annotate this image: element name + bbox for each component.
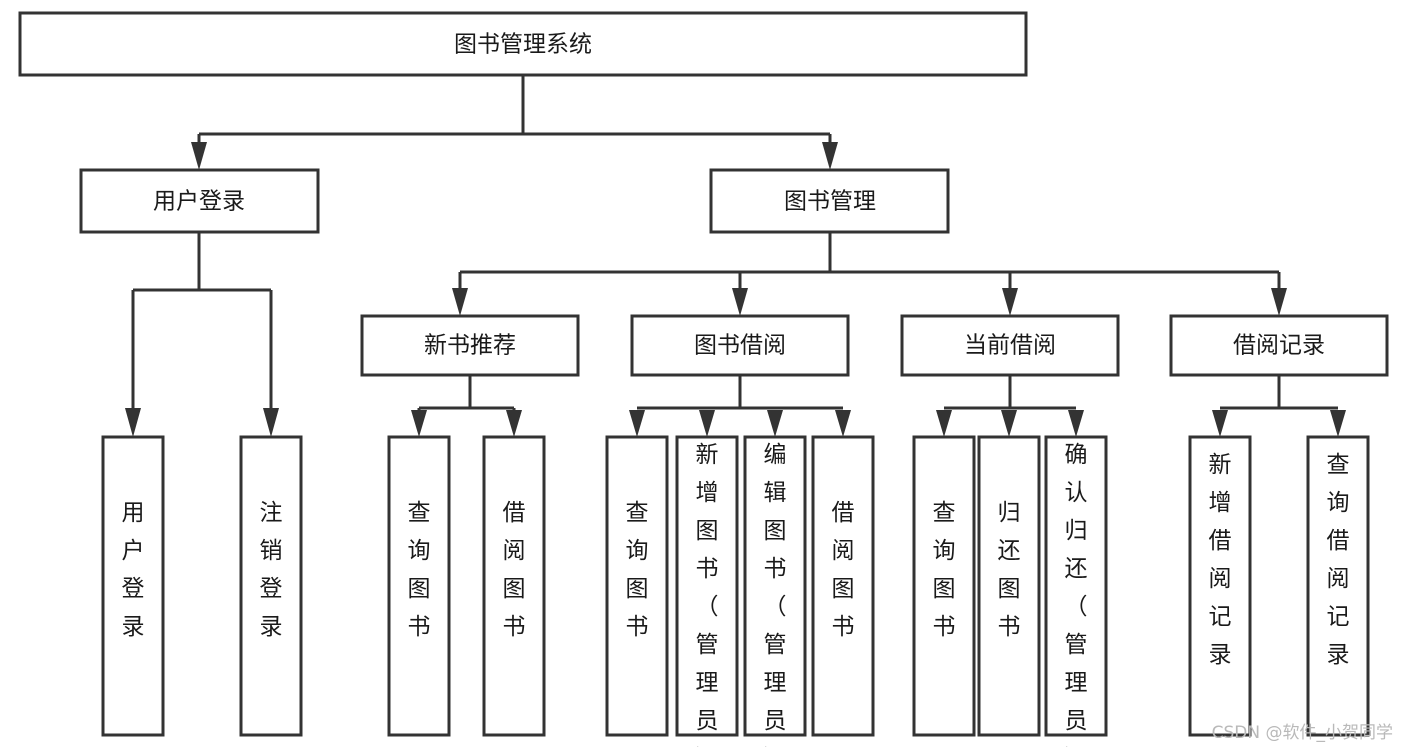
leaf-label: 归还图书 bbox=[998, 500, 1021, 640]
arrow-bm-to-current bbox=[1002, 288, 1018, 316]
leaf-label: 新增借阅记录 bbox=[1209, 452, 1232, 668]
arrow-current-leaf-3 bbox=[1068, 410, 1084, 437]
arrow-borrow-leaf-1 bbox=[629, 410, 645, 437]
arrow-current-leaf-1 bbox=[936, 410, 952, 437]
node-root-box[interactable] bbox=[18, 11, 1028, 77]
arrow-bm-to-borrow bbox=[732, 288, 748, 316]
leaf-label: 确认归还（管理员） bbox=[1065, 442, 1088, 747]
leaf-label: 新增图书（管理员） bbox=[696, 442, 719, 747]
leaf-box[interactable] bbox=[1188, 435, 1252, 737]
leaf-current-borrow-1[interactable]: 查询图书 bbox=[912, 435, 976, 737]
leaf-user-login-2[interactable]: 注销登录 bbox=[239, 435, 303, 737]
leaf-box[interactable] bbox=[1044, 435, 1108, 737]
node-book-management[interactable]: 图书管理 bbox=[709, 168, 950, 234]
node-user-login[interactable]: 用户登录 bbox=[79, 168, 320, 234]
leaf-label: 查询图书 bbox=[626, 500, 649, 640]
node-new-book-recommend-box[interactable] bbox=[360, 314, 580, 377]
arrow-record-leaf-1 bbox=[1212, 410, 1228, 437]
leaf-new-book-2[interactable]: 借阅图书 bbox=[482, 435, 546, 737]
leaf-book-borrow-4[interactable]: 借阅图书 bbox=[811, 435, 875, 737]
node-new-book-recommend-label: 新书推荐 bbox=[424, 333, 516, 359]
leaf-box[interactable] bbox=[101, 435, 165, 737]
leaf-box[interactable] bbox=[977, 435, 1041, 737]
leaf-label: 编辑图书（管理员） bbox=[764, 442, 787, 747]
node-book-borrow[interactable]: 图书借阅 bbox=[630, 314, 850, 377]
arrow-bm-to-record bbox=[1271, 288, 1287, 316]
leaf-current-borrow-3[interactable]: 确认归还（管理员） bbox=[1044, 435, 1108, 747]
leaf-box[interactable] bbox=[239, 435, 303, 737]
leaf-user-login-1[interactable]: 用户登录 bbox=[101, 435, 165, 737]
leaf-label: 注销登录 bbox=[260, 500, 283, 640]
node-new-book-recommend[interactable]: 新书推荐 bbox=[360, 314, 580, 377]
leaf-box[interactable] bbox=[675, 435, 739, 737]
leaf-book-borrow-3[interactable]: 编辑图书（管理员） bbox=[743, 435, 807, 747]
node-borrow-record-box[interactable] bbox=[1169, 314, 1389, 377]
leaf-book-borrow-2[interactable]: 新增图书（管理员） bbox=[675, 435, 739, 747]
node-current-borrow[interactable]: 当前借阅 bbox=[900, 314, 1120, 377]
leaf-book-borrow-1[interactable]: 查询图书 bbox=[605, 435, 669, 737]
leaf-new-book-1[interactable]: 查询图书 bbox=[387, 435, 451, 737]
leaf-box[interactable] bbox=[387, 435, 451, 737]
leaf-label: 查询图书 bbox=[933, 500, 956, 640]
arrow-record-leaf-2 bbox=[1330, 410, 1346, 437]
leaf-label: 借阅图书 bbox=[832, 500, 855, 640]
leaf-box[interactable] bbox=[482, 435, 546, 737]
leaf-box[interactable] bbox=[743, 435, 807, 737]
node-book-borrow-label: 图书借阅 bbox=[694, 333, 786, 359]
node-book-management-box[interactable] bbox=[709, 168, 950, 234]
leaf-label: 用户登录 bbox=[122, 500, 145, 640]
leaf-box[interactable] bbox=[1306, 435, 1370, 737]
leaf-box[interactable] bbox=[605, 435, 669, 737]
leaf-label: 借阅图书 bbox=[503, 500, 526, 640]
leaf-current-borrow-2[interactable]: 归还图书 bbox=[977, 435, 1041, 737]
arrow-login-leaf-1 bbox=[125, 408, 141, 437]
arrow-login-leaf-2 bbox=[263, 408, 279, 437]
arrow-bm-to-newbook bbox=[452, 288, 468, 316]
leaf-label: 查询借阅记录 bbox=[1327, 452, 1350, 668]
arrow-borrow-leaf-2 bbox=[699, 410, 715, 437]
node-user-login-box[interactable] bbox=[79, 168, 320, 234]
node-borrow-record-label: 借阅记录 bbox=[1233, 333, 1325, 359]
node-current-borrow-label: 当前借阅 bbox=[964, 333, 1056, 359]
node-borrow-record[interactable]: 借阅记录 bbox=[1169, 314, 1389, 377]
node-current-borrow-box[interactable] bbox=[900, 314, 1120, 377]
leaf-box[interactable] bbox=[912, 435, 976, 737]
arrow-newbook-leaf-2 bbox=[506, 410, 522, 437]
leaf-borrow-record-1[interactable]: 新增借阅记录 bbox=[1188, 435, 1252, 737]
node-book-management-label: 图书管理 bbox=[784, 189, 876, 215]
arrow-borrow-leaf-3 bbox=[767, 410, 783, 437]
node-root[interactable]: 图书管理系统 bbox=[18, 11, 1028, 77]
leaf-borrow-record-2[interactable]: 查询借阅记录 bbox=[1306, 435, 1370, 737]
connector-layer bbox=[125, 76, 1346, 437]
leaf-box[interactable] bbox=[811, 435, 875, 737]
arrow-current-leaf-2 bbox=[1001, 410, 1017, 437]
arrow-root-to-login bbox=[191, 142, 207, 170]
arrow-borrow-leaf-4 bbox=[835, 410, 851, 437]
arrow-root-to-bookmgmt bbox=[822, 142, 838, 170]
leaf-label: 查询图书 bbox=[408, 500, 431, 640]
arrow-newbook-leaf-1 bbox=[411, 410, 427, 437]
node-root-label: 图书管理系统 bbox=[454, 32, 592, 58]
node-user-login-label: 用户登录 bbox=[153, 189, 245, 215]
node-book-borrow-box[interactable] bbox=[630, 314, 850, 377]
